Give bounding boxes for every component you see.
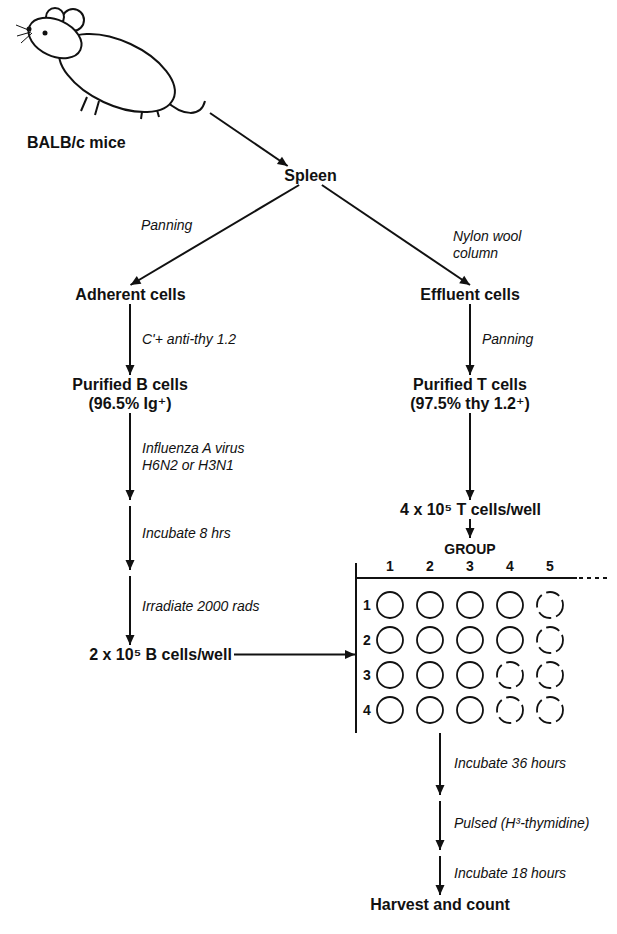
arrow-line — [129, 576, 131, 645]
node-text: 4 x 10⁵ T cells/well — [400, 500, 541, 519]
arrow-line — [129, 304, 131, 375]
stage-label-node: Harvest and count — [368, 895, 512, 914]
group-number: 4 — [506, 558, 514, 574]
arrow-line — [210, 113, 288, 166]
arrow-connector — [126, 304, 135, 375]
arrow-connector — [466, 413, 475, 500]
group-number: 3 — [363, 667, 371, 683]
node-text: Purified T cells — [410, 375, 530, 394]
stage-label-node: 2 x 10⁵ B cells/well — [87, 645, 234, 664]
step-note: Irradiate 2000 rads — [140, 598, 262, 615]
stage-label-node: Purified B cells(96.5% Ig⁺) — [70, 375, 190, 413]
arrow-line — [469, 413, 471, 500]
stage-label-node: Effluent cells — [418, 285, 522, 304]
step-note: Incubate 36 hours — [452, 755, 568, 772]
arrow-connector — [466, 519, 475, 538]
node-text: Purified B cells — [72, 375, 188, 394]
mouse-illustration — [15, 5, 215, 135]
arrow-line — [469, 304, 471, 375]
edge-label: Panning — [139, 217, 194, 234]
edge-label: Panning — [480, 331, 535, 348]
edge-label: Nylon wool column — [451, 228, 555, 262]
arrow-head — [126, 490, 135, 500]
arrow-head — [466, 365, 475, 375]
group-number: 2 — [363, 632, 371, 648]
group-number: 1 — [363, 597, 371, 613]
arrow-connector — [131, 185, 300, 285]
arrow-line — [234, 654, 355, 656]
mouse-node: BALB/c mice — [15, 5, 210, 155]
group-number: 2 — [426, 558, 434, 574]
arrow-connector — [210, 113, 288, 166]
stage-label-node: Adherent cells — [73, 285, 188, 304]
arrow-head — [466, 490, 475, 500]
group-number: 1 — [386, 558, 394, 574]
node-text: Effluent cells — [420, 285, 520, 304]
node-text: GROUP — [430, 541, 510, 557]
arrow-head — [459, 276, 470, 285]
stage-label-node: Spleen — [282, 166, 339, 185]
node-text: Adherent cells — [75, 285, 186, 304]
arrow-connector — [126, 413, 135, 645]
group-number: 3 — [466, 558, 474, 574]
stage-label-node: Purified T cells(97.5% thy 1.2⁺) — [408, 375, 532, 413]
step-note: Influenza A virus H6N2 or H3N1 — [140, 440, 284, 474]
node-text: 2 x 10⁵ B cells/well — [89, 645, 232, 664]
group-number: 4 — [363, 702, 371, 718]
arrow-head — [436, 785, 445, 795]
node-text: Spleen — [284, 166, 337, 185]
arrow-head — [126, 365, 135, 375]
arrow-connector — [466, 304, 475, 375]
stage-label-node: 4 x 10⁵ T cells/well — [398, 500, 543, 519]
arrow-connector — [436, 733, 445, 895]
arrow-head — [466, 528, 475, 538]
arrow-head — [345, 650, 355, 659]
group-number: 5 — [546, 558, 554, 574]
node-text: (97.5% thy 1.2⁺) — [410, 394, 530, 413]
arrow-connector — [322, 185, 470, 285]
arrow-head — [126, 635, 135, 645]
arrow-head — [277, 157, 288, 166]
edge-label: C'+ anti-thy 1.2 — [140, 331, 238, 348]
node-text: (96.5% Ig⁺) — [72, 394, 188, 413]
step-note: Pulsed (H³-thymidine) — [452, 815, 591, 832]
step-note: Incubate 8 hrs — [140, 525, 233, 542]
arrow-line — [322, 185, 470, 285]
arrow-head — [436, 840, 445, 850]
arrow-head — [436, 885, 445, 895]
arrow-head — [126, 560, 135, 570]
node-text: Harvest and count — [370, 895, 510, 914]
node-text: BALB/c mice — [27, 133, 126, 152]
arrow-head — [131, 276, 142, 285]
arrow-line — [129, 413, 131, 500]
arrow-connector — [234, 650, 355, 659]
arrow-line — [131, 185, 300, 285]
step-note: Incubate 18 hours — [452, 865, 568, 882]
